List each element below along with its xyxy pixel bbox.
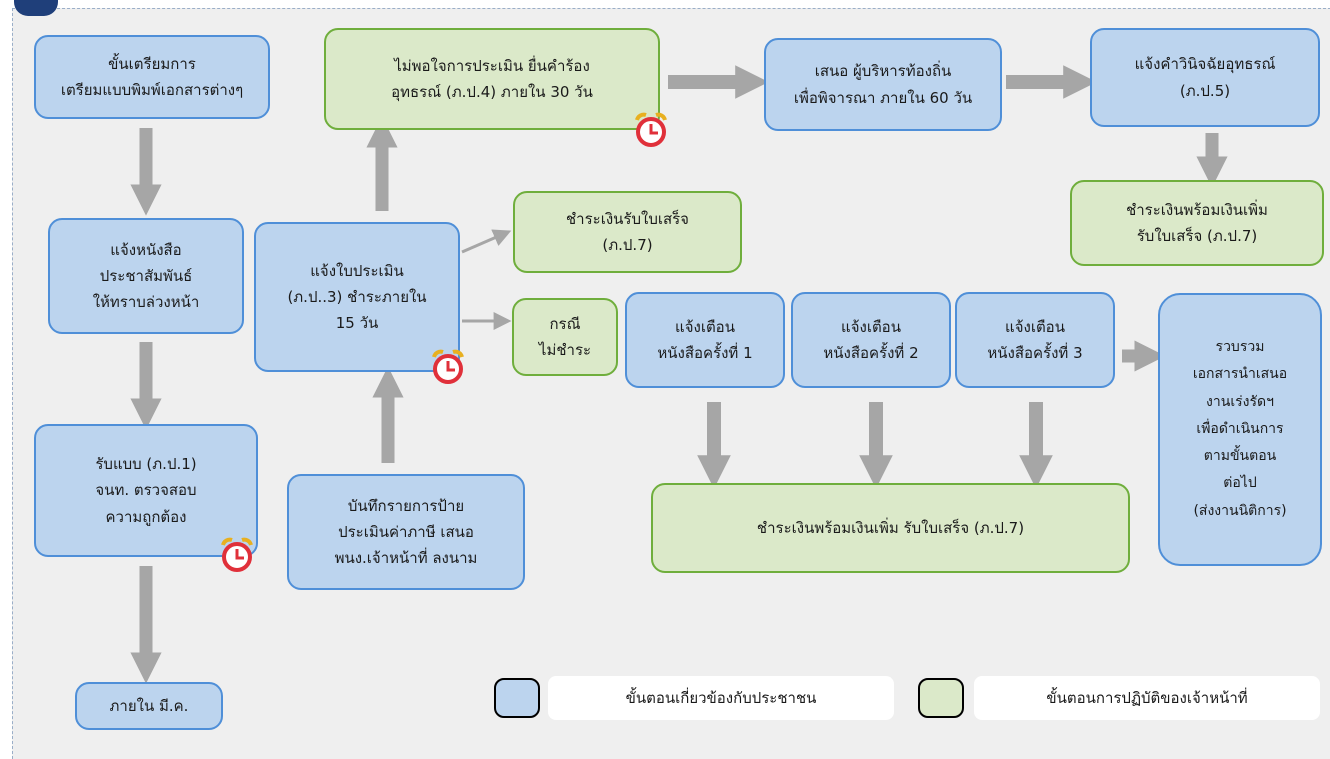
alarm-clock-icon [221,537,253,572]
node-prepare: ขั้นเตรียมการ เตรียมแบบพิมพ์เอกสารต่างๆ [34,35,270,119]
legend-label-officer: ขั้นตอนการปฏิบัติของเจ้าหน้าที่ [974,676,1320,720]
node-record-list: บันทึกรายการป้าย ประเมินค่าภาษี เสนอ พนง… [287,474,525,590]
node-appeal: ไม่พอใจการประเมิน ยื่นคำร้อง อุทธรณ์ (ภ.… [324,28,660,130]
node-pay-surcharge-top: ชำระเงินพร้อมเงินเพิ่ม รับใบเสร็จ (ภ.ป.7… [1070,180,1324,266]
node-within-march: ภายใน มี.ค. [75,682,223,730]
arrow-assessment-to-pay [461,229,512,254]
alarm-clock-icon [432,349,464,384]
node-pay-receipt: ชำระเงินรับใบเสร็จ (ภ.ป.7) [513,191,742,273]
node-propose-exec: เสนอ ผู้บริหารท้องถิ่น เพื่อพิจารณา ภายใ… [764,38,1002,131]
legend-swatch-officer [918,678,964,718]
node-warn-2: แจ้งเตือน หนังสือครั้งที่ 2 [791,292,951,388]
node-receive-form: รับแบบ (ภ.ป.1) จนท. ตรวจสอบ ความถูกต้อง [34,424,258,557]
node-assessment-notice: แจ้งใบประเมิน (ภ.ป..3) ชำระภายใน 15 วัน [254,222,460,372]
node-pay-surcharge-bottom: ชำระเงินพร้อมเงินเพิ่ม รับใบเสร็จ (ภ.ป.7… [651,483,1130,573]
node-notify-letter: แจ้งหนังสือ ประชาสัมพันธ์ ให้ทราบล่วงหน้… [48,218,244,334]
node-appeal-decision: แจ้งคำวินิจฉัยอุทธรณ์ (ภ.ป.5) [1090,28,1320,127]
node-warn-1: แจ้งเตือน หนังสือครั้งที่ 1 [625,292,785,388]
corner-tab [14,0,58,16]
node-not-paid: กรณี ไม่ชำระ [512,298,618,376]
node-collect-docs: รวบรวม เอกสารนำเสนอ งานเร่งรัดฯ เพื่อดำเ… [1158,293,1322,566]
alarm-clock-icon [635,112,667,147]
legend-label-citizen: ขั้นตอนเกี่ยวข้องกับประชาชน [548,676,894,720]
legend-swatch-citizen [494,678,540,718]
node-warn-3: แจ้งเตือน หนังสือครั้งที่ 3 [955,292,1115,388]
